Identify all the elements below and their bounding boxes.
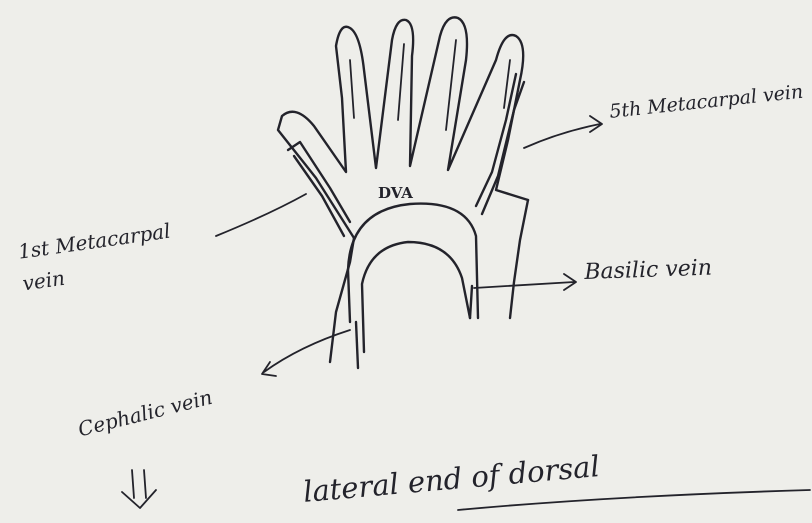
arrow-basilic xyxy=(474,274,576,290)
arrow-fifth-metacarpal xyxy=(524,116,602,148)
dorsal-venous-arch xyxy=(348,204,478,322)
bottom-underline xyxy=(458,490,810,510)
label-dva: DVA xyxy=(378,186,413,201)
arrow-first-metacarpal xyxy=(216,194,306,236)
arrow-cephalic xyxy=(262,330,350,376)
cephalic-vein-line xyxy=(356,322,358,368)
forearm-outline-right xyxy=(510,200,528,318)
down-double-arrow xyxy=(122,470,156,508)
label-basilic-vein: Basilic vein xyxy=(584,258,712,284)
dorsal-venous-arch-inner xyxy=(362,242,470,352)
basilic-vein-line xyxy=(470,286,472,318)
